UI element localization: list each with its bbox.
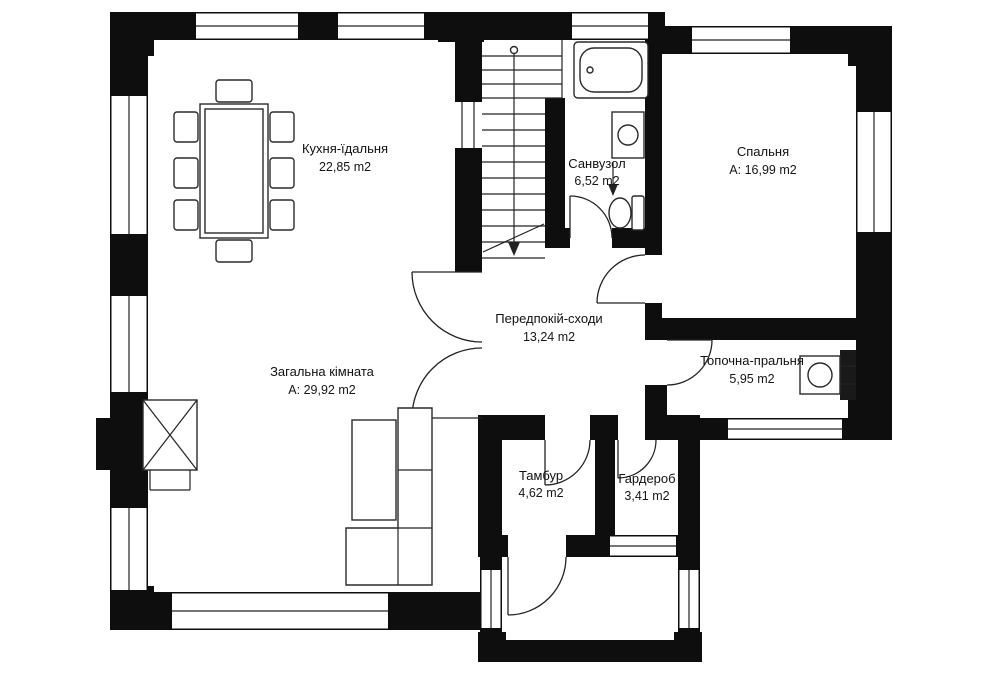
kitchen-name: Кухня-їдальня xyxy=(302,141,388,156)
tambour-name: Тамбур xyxy=(519,468,563,483)
room-labels: Кухня-їдальня 22,85 m2 Спальня A: 16,99 … xyxy=(270,141,804,503)
room-label-bedroom: Спальня A: 16,99 m2 xyxy=(729,144,796,177)
bedroom-door xyxy=(596,254,646,304)
wardrobe-door xyxy=(617,439,657,479)
toilet xyxy=(608,195,645,231)
bedroom-area: A: 16,99 m2 xyxy=(729,163,796,177)
room-label-boiler: Топочна-пральня 5,95 m2 xyxy=(700,353,804,386)
boiler-name: Топочна-пральня xyxy=(700,353,804,368)
washing-machine xyxy=(611,111,645,159)
stairs-direction-arrow-icon xyxy=(508,45,520,256)
doors xyxy=(411,195,713,616)
room-label-tambour: Тамбур 4,62 m2 xyxy=(518,468,563,500)
bathroom-area: 6,52 m2 xyxy=(574,174,619,188)
dining-set xyxy=(173,79,295,263)
windows xyxy=(111,13,891,629)
living-name: Загальна кімната xyxy=(270,364,375,379)
bathtub xyxy=(573,41,649,99)
room-label-living: Загальна кімната A: 29,92 m2 xyxy=(270,364,375,397)
room-label-wardrobe: Гардероб 3,41 m2 xyxy=(618,471,675,503)
wardrobe-area: 3,41 m2 xyxy=(624,489,669,503)
wardrobe-name: Гардероб xyxy=(618,471,675,486)
boiler-unit xyxy=(799,355,856,395)
room-label-bathroom: Санвузол 6,52 m2 xyxy=(568,156,625,188)
room-label-hall: Передпокій-сходи 13,24 m2 xyxy=(495,311,602,344)
bathroom-arrow-icon xyxy=(608,162,618,196)
bathroom-name: Санвузол xyxy=(568,156,625,171)
hall-area: 13,24 m2 xyxy=(523,330,575,344)
tambour-door xyxy=(544,439,591,486)
sofa xyxy=(345,407,433,586)
living-room-double-door xyxy=(411,271,483,419)
kitchen-area: 22,85 m2 xyxy=(319,160,371,174)
boiler-area: 5,95 m2 xyxy=(729,372,774,386)
boiler-room-door xyxy=(666,339,713,386)
entrance-door xyxy=(507,556,567,616)
room-label-kitchen: Кухня-їдальня 22,85 m2 xyxy=(302,141,388,174)
bathroom-door xyxy=(569,195,613,239)
fireplace xyxy=(142,399,198,491)
bedroom-name: Спальня xyxy=(737,144,789,159)
living-area: A: 29,92 m2 xyxy=(288,383,355,397)
tambour-area: 4,62 m2 xyxy=(518,486,563,500)
stairs xyxy=(482,40,563,259)
hall-name: Передпокій-сходи xyxy=(495,311,602,326)
